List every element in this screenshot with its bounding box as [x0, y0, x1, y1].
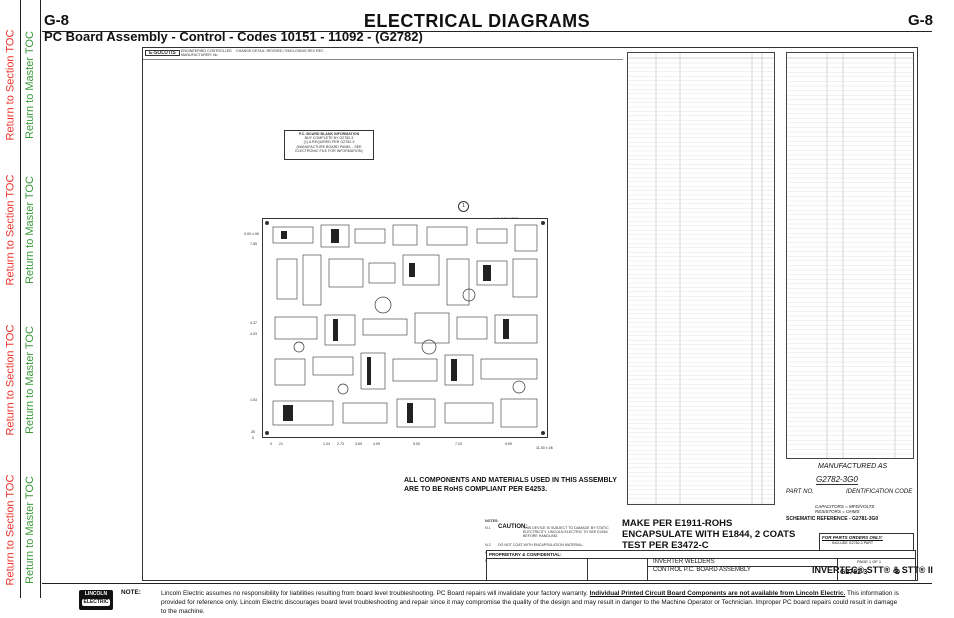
change-detail: CHANGE DETAIL: REVISED / ENCLOSING REV R…	[236, 49, 324, 53]
enhanced-tag: E-SOLUTIS	[145, 50, 180, 57]
disclaimer-part-1: Lincoln Electric assumes no responsibili…	[161, 590, 588, 597]
note-n2-marker: N.2	[485, 543, 491, 547]
equipment-type: INVERTER WELDERS	[653, 559, 715, 565]
title-block: PROPRIETARY & CONFIDENTIAL: INVERTER WEL…	[486, 550, 916, 581]
resistors-note: RESISTORS = OHMS	[815, 509, 860, 514]
return-to-master-toc-link[interactable]: Return to Master TOC	[24, 31, 36, 139]
include-assembly: INCLUDE G2782-3 PART	[832, 541, 874, 545]
parts-list-grid	[628, 53, 774, 504]
title-block-divider	[587, 558, 588, 580]
parts-list-table-2	[786, 52, 914, 459]
disclaimer-emphasis: Individual Printed Circuit Board Compone…	[589, 590, 846, 597]
notes-title: NOTES:	[485, 519, 499, 523]
parts-orders-label: FOR PARTS ORDERS ONLY:	[822, 535, 883, 540]
proprietary-label: PROPRIETARY & CONFIDENTIAL:	[489, 552, 562, 557]
return-to-section-toc-link[interactable]: Return to Section TOC	[4, 174, 16, 286]
footer-rule	[42, 583, 932, 584]
page-id-right: G-8	[908, 12, 934, 29]
dimension-label: 11.00 ±.06	[536, 446, 553, 450]
subject: CONTROL P.C. BOARD ASSEMBLY	[653, 567, 751, 573]
item-balloon: 1	[458, 201, 469, 212]
identification-code-label: IDENTIFICATION CODE	[846, 489, 913, 495]
title-block-divider	[647, 558, 648, 580]
logo-text-line2: ELECTRIC	[82, 599, 110, 606]
blank-info-title: P.C. BOARD BLANK INFORMATION	[298, 132, 360, 136]
parts-list-table-1	[627, 52, 775, 505]
sheet-header-rule	[143, 59, 623, 60]
dimension-label: 9.69	[505, 442, 512, 446]
section-toc-column: Return to Section TOC Return to Section …	[0, 0, 21, 598]
dimension-label: 4.37	[250, 321, 257, 325]
page-id-left: G-8	[44, 12, 70, 29]
dimension-label: 7.03	[455, 442, 462, 446]
return-to-master-toc-link[interactable]: Return to Master TOC	[24, 326, 36, 434]
dimension-label: .35	[250, 430, 255, 434]
return-to-master-toc-link[interactable]: Return to Master TOC	[24, 176, 36, 284]
dimension-label: 7.85	[250, 242, 257, 246]
rohs-compliance-note: ALL COMPONENTS AND MATERIALS USED IN THI…	[404, 477, 617, 493]
schematic-reference: SCHEMATIC REFERENCE - G2781-3G0	[786, 516, 879, 522]
note-n1-marker: N.1	[485, 526, 491, 530]
return-to-section-toc-link[interactable]: Return to Section TOC	[4, 29, 16, 141]
board-component-drawing	[265, 221, 545, 435]
page-of: PAGE 1 OF 1	[857, 559, 882, 564]
caution-text: THIS DEVICE IS SUBJECT TO DAMAGE BY STAT…	[523, 526, 609, 539]
dimension-label: 0	[252, 436, 254, 440]
pc-board-layout	[262, 218, 548, 438]
encapsulate-spec: ENCAPSULATE WITH E1844, 2 COATS	[622, 529, 796, 540]
manufactured-as-label: MANUFACTURED AS	[818, 463, 888, 470]
dimension-label: 0	[270, 442, 272, 446]
dimension-label: 1.63	[250, 398, 257, 402]
footer-disclaimer: Lincoln Electric assumes no responsibili…	[161, 589, 901, 616]
manufacturer-field: MANUFACTURER: No	[181, 53, 218, 57]
test-per: TEST PER E3472-C	[622, 540, 709, 551]
caution-label: CAUTION:	[498, 524, 528, 530]
part-code: G2782-3G0	[816, 475, 858, 485]
dimension-label: 2.73	[337, 442, 344, 446]
make-per: MAKE PER E1911-ROHS	[622, 518, 733, 529]
part-no-label: PART NO.	[786, 489, 814, 495]
logo-text-line1: LINCOLN	[84, 591, 108, 597]
product-name: INVERTEC® STT® & STT® II	[812, 565, 933, 575]
eng-controlled: ENGINEERING CONTROLLED	[181, 49, 232, 53]
blank-info-line: BUY COMPLETE BY G2782-3	[304, 136, 354, 141]
disclaimer-part-2: This information is provided for referen…	[161, 590, 899, 615]
title-block-rule	[647, 566, 837, 567]
title-block-divider	[837, 558, 838, 580]
footer-note-label: NOTE:	[121, 589, 141, 596]
master-toc-column: Return to Master TOC Return to Master TO…	[20, 0, 41, 598]
page-subtitle: PC Board Assembly - Control - Codes 1015…	[44, 29, 423, 44]
dimension-label: 1.04	[323, 442, 330, 446]
revision: D	[895, 569, 901, 576]
dimension-label: 4.09	[373, 442, 380, 446]
parts-list-grid	[787, 53, 913, 458]
lincoln-electric-logo: LINCOLN ELECTRIC	[79, 590, 113, 610]
return-to-section-toc-link[interactable]: Return to Section TOC	[4, 324, 16, 436]
blank-info-line: (MANUFACTURE BOARD PANEL - SEE ELECTRONI…	[295, 144, 363, 153]
return-to-section-toc-link[interactable]: Return to Section TOC	[4, 474, 16, 586]
dimension-label: .21	[278, 442, 283, 446]
dimension-label: 5.00	[413, 442, 420, 446]
dimension-label: 4.03	[250, 332, 257, 336]
blank-info-line: (1) A REQUIRED PER G2782-3	[303, 140, 355, 145]
document-number: G2782-3	[840, 569, 868, 576]
board-blank-info-box: P.C. BOARD BLANK INFORMATION BUY COMPLET…	[284, 130, 374, 160]
dimension-label: 3.69	[355, 442, 362, 446]
capacitors-note: CAPACITORS = MFD/VOLTS	[815, 504, 875, 509]
header-rule	[42, 31, 932, 32]
return-to-master-toc-link[interactable]: Return to Master TOC	[24, 476, 36, 584]
note-n2: DO NOT COAT WITH ENCAPSULATION MATERIAL.	[498, 543, 584, 547]
title-block-rule	[487, 558, 915, 559]
parts-orders-box: FOR PARTS ORDERS ONLY: INCLUDE G2782-3 P…	[819, 533, 914, 551]
page-title: ELECTRICAL DIAGRAMS	[363, 11, 591, 31]
dimension-label: 0.00 ±.06	[244, 232, 259, 236]
